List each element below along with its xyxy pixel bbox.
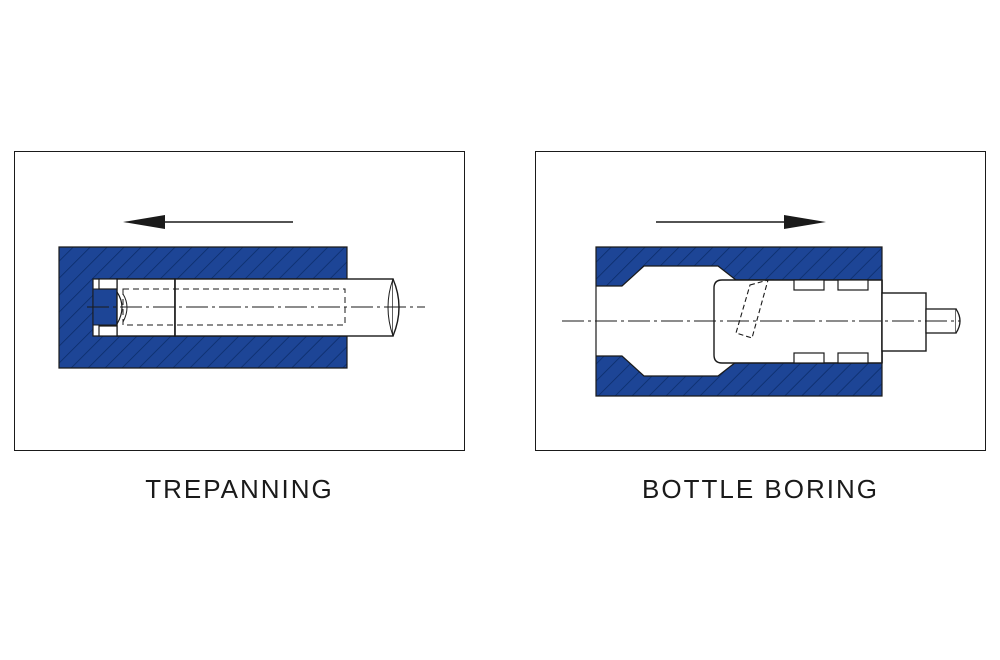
feed-arrow-right: [656, 215, 826, 229]
feed-arrow-left: [123, 215, 293, 229]
trepanning-caption: TREPANNING: [145, 474, 334, 504]
bottle-boring-caption: BOTTLE BORING: [642, 474, 879, 504]
trepanning-diagram: [58, 215, 425, 369]
trepanning-panel: [14, 151, 465, 451]
bottle-boring-panel: [535, 151, 986, 451]
bottle-boring-head: [713, 279, 883, 364]
bottle-boring-bar: [881, 292, 961, 352]
pivot-cutter: [735, 279, 769, 339]
trepanning-tool-bar: [122, 278, 400, 337]
bottle-boring-diagram: [562, 215, 961, 397]
